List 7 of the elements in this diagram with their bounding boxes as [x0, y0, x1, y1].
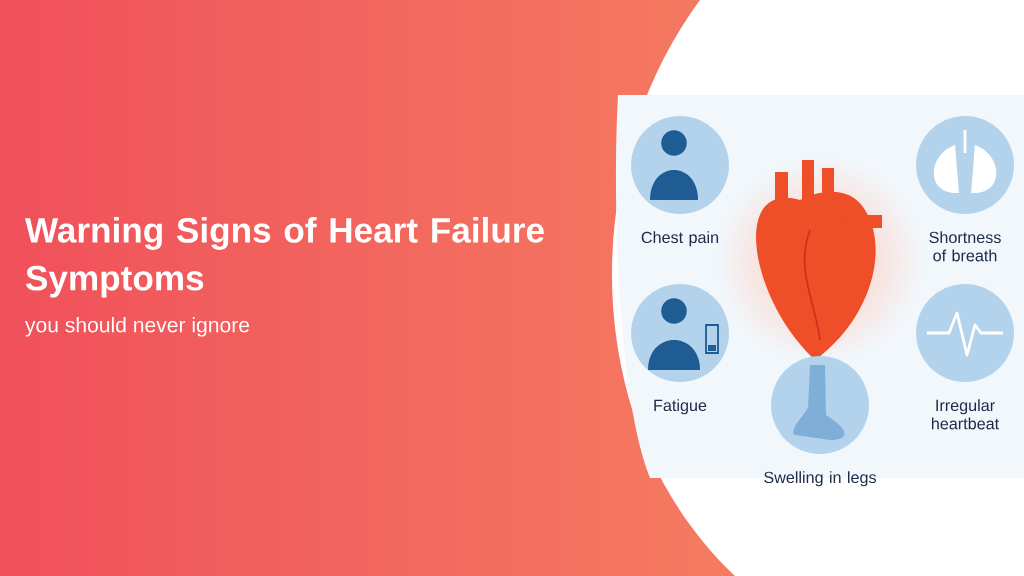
symptom-label: Shortness of breath	[929, 231, 1001, 262]
symptom-label: Chest pain	[641, 231, 719, 247]
symptom-label: Fatigue	[654, 399, 707, 415]
subtitle: you should never ignore	[25, 316, 250, 337]
symptom-label: Swelling in legs	[764, 471, 876, 487]
symptom-label: Irregular heartbeat	[932, 399, 1000, 430]
title: Warning Signs of Heart Failure Symptoms	[25, 216, 544, 298]
